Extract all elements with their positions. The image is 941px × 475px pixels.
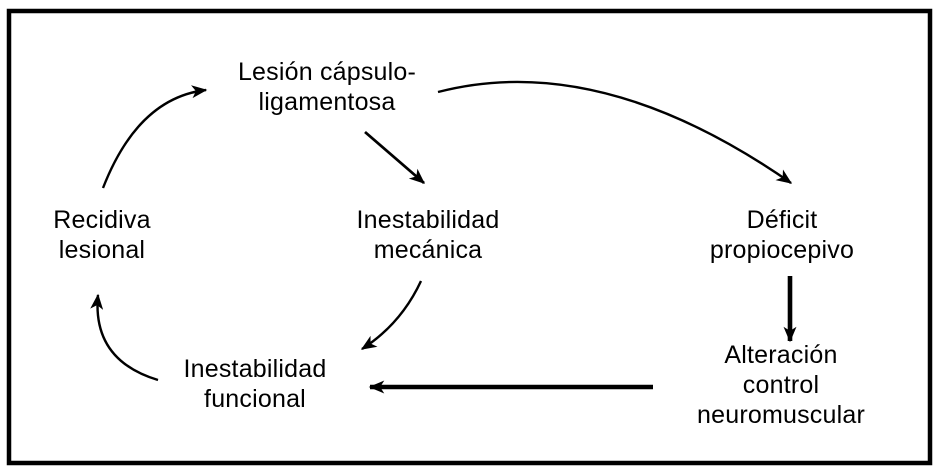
node-alteracion-control-neuromuscular: Alteración control neuromuscular xyxy=(697,341,865,429)
arrow-lesion-to-mecanica xyxy=(364,130,425,185)
node-recidiva-lesional: Recidiva lesional xyxy=(53,206,151,264)
node-inestabilidad-mecanica: Inestabilidad mecánica xyxy=(356,206,500,264)
node-deficit-propiocepivo: Déficit propiocepivo xyxy=(709,206,855,264)
node-lesion-capsulo-ligamentosa: Lesión cápsulo- ligamentosa xyxy=(237,58,417,116)
diagram-border xyxy=(6,8,933,466)
arrow-lesion-to-deficit xyxy=(437,80,793,184)
node-inestabilidad-funcional: Inestabilidad funcional xyxy=(183,355,327,413)
arrow-mecanica-to-funcional xyxy=(360,280,423,351)
arrow-funcional-to-recidiva xyxy=(90,293,159,382)
arrow-recidiva-to-lesion xyxy=(101,85,208,189)
